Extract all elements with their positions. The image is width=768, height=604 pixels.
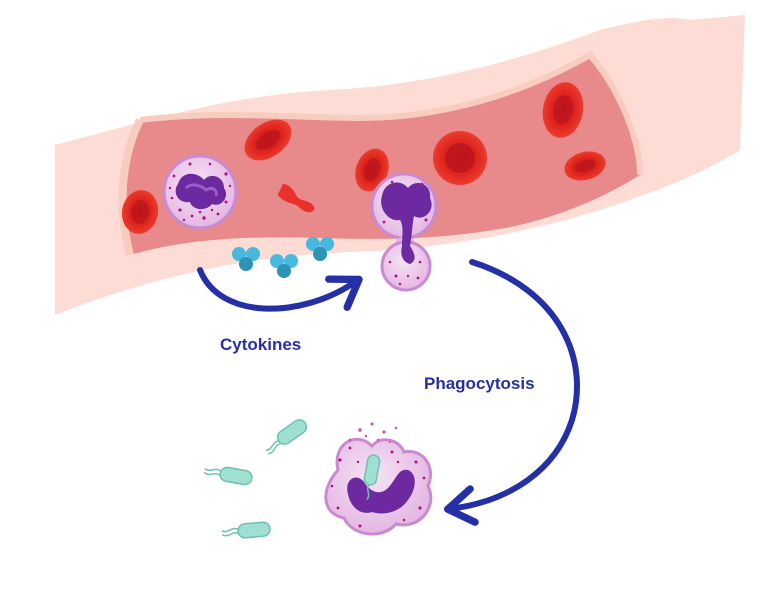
- cytokine-molecule: [270, 254, 298, 278]
- released-granules: [348, 422, 398, 444]
- red-blood-cell: [564, 151, 606, 181]
- phagocyte-body: [324, 437, 433, 536]
- cytokines-arrow: [197, 267, 363, 312]
- red-blood-cell: [542, 82, 584, 138]
- multilobed-nucleus: [175, 173, 227, 210]
- phagocyte-nucleus: [347, 469, 415, 514]
- phagocytosis-label: Phagocytosis: [424, 374, 535, 393]
- red-blood-cell: [244, 119, 292, 161]
- red-blood-cell: [121, 190, 159, 234]
- red-blood-cell: [355, 148, 389, 192]
- cytokines: [232, 237, 334, 278]
- granules: [330, 446, 426, 528]
- engulfed-bacterium: [363, 454, 381, 501]
- cytokines-label: Cytokines: [220, 335, 301, 354]
- bacterium: [221, 521, 271, 539]
- vessel-rim: [139, 51, 643, 176]
- neutrophil-diapedesis: [370, 172, 438, 292]
- phagocytosis-arrow: [444, 259, 580, 526]
- granules: [168, 162, 232, 222]
- red-blood-cells: [121, 82, 606, 234]
- vessel-opening-edge: [118, 118, 144, 257]
- bacterium: [203, 466, 253, 486]
- cytokine-molecule: [232, 247, 260, 271]
- neutrophil-in-vessel: [162, 154, 238, 230]
- platelet: [277, 183, 315, 213]
- bacteria: [203, 419, 308, 539]
- phagocytosing-neutrophil: [324, 422, 433, 536]
- bacterium: [265, 419, 308, 455]
- cytokine-molecule: [306, 237, 334, 261]
- squeezing-nucleus: [381, 182, 432, 264]
- red-blood-cell: [433, 131, 487, 185]
- granules: [382, 180, 428, 286]
